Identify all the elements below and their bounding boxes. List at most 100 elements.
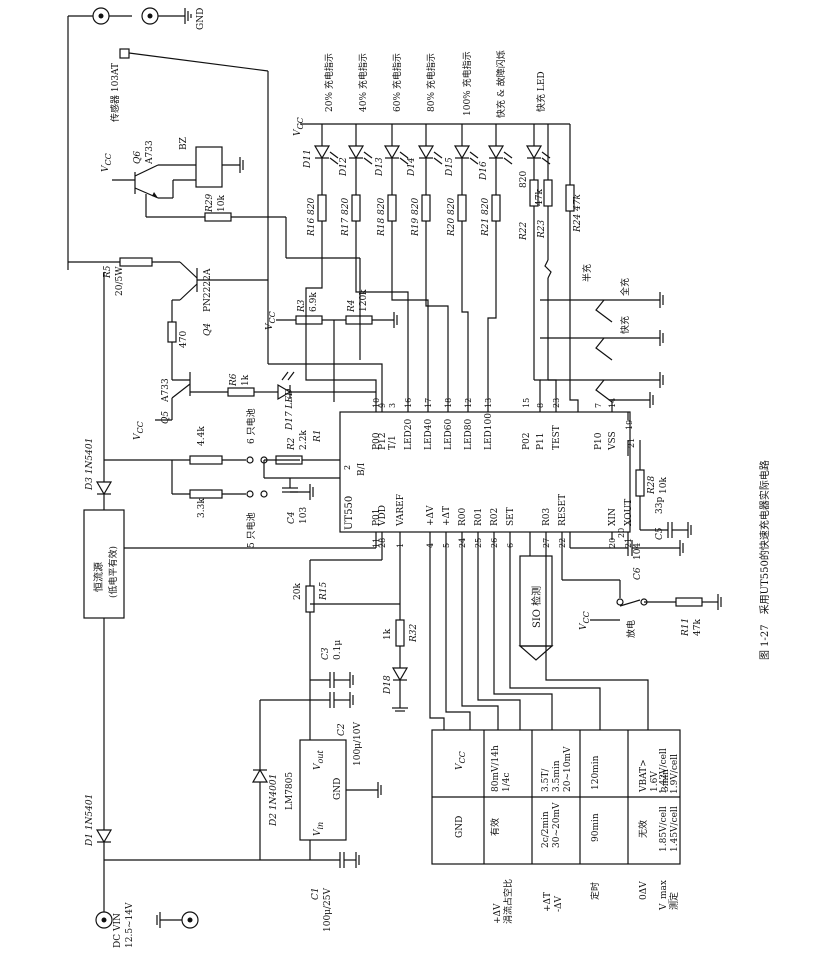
ic-pin-led40: LED40: [424, 419, 434, 450]
q6-part: A733: [145, 140, 155, 165]
r4-value: 120k: [359, 289, 369, 312]
q5-transistor: VCC Q5 A733 R6 1k: [133, 372, 268, 440]
led-label-100: 100% 充电指示: [461, 51, 473, 116]
c4-value: 103: [299, 507, 309, 524]
c5-label: C5: [655, 527, 665, 540]
input-section: D3 1N5401 D1 1N5401 恒流源 (低电平有效): [67, 262, 377, 912]
r1-label: R1: [313, 429, 323, 443]
table-cell-2c: 2c/2min30~20mV: [541, 802, 562, 848]
r17-label: R17 820: [341, 197, 351, 237]
q5-label: Q5: [161, 411, 171, 424]
led-d15: [453, 124, 471, 276]
full-charge-label: 全充: [619, 278, 631, 296]
cell-resistor-top: 4.4k: [197, 426, 207, 446]
table-cell-invalid: 无效: [637, 820, 649, 838]
c4-label: C4: [287, 511, 297, 524]
r2-value: 2.2k: [299, 430, 309, 450]
pin-20-num: 20: [617, 528, 626, 538]
sensor-label: 传感器 103AT: [109, 63, 121, 122]
r19-label: R19 820: [411, 197, 421, 237]
ic-pin-num: 20: [608, 538, 617, 548]
r29-label: R29: [205, 193, 215, 213]
ic-pin-set: SET: [506, 507, 516, 526]
r22-label: R22: [519, 221, 529, 241]
led-emission-arrows: [329, 151, 551, 165]
q6-buzzer-driver: VCC Q6 A733 BZ R29 10k: [101, 137, 287, 258]
dc-input-connector: DC VIN 12.5~14V: [95, 902, 199, 948]
reg-gnd: GND: [333, 778, 343, 800]
six-cells-label: 6 只电池: [245, 408, 257, 444]
q4-label: Q4: [203, 323, 213, 336]
vcc-label-led: VCC: [293, 117, 305, 136]
r24-label: R24 47k: [573, 194, 583, 233]
led-routing: [267, 257, 579, 412]
d2-label: D2 1N4001: [269, 774, 279, 827]
r23-label: R23: [537, 219, 547, 239]
table-cell-120min: 120min: [591, 755, 601, 790]
ic-pin-bi-num: 2: [343, 465, 352, 470]
r22-value: 820: [519, 171, 529, 188]
reg-vin: Vin: [313, 822, 325, 836]
led-d13: [383, 124, 401, 272]
r20-label: R20 820: [447, 197, 457, 237]
r15-label: R15: [319, 581, 329, 601]
d17-label: D17 LED: [285, 389, 295, 431]
table-cell-35t: 3.5T/3.5min20~10mV: [541, 746, 573, 792]
led-d12: [347, 124, 365, 270]
d14-label: D14: [407, 157, 417, 177]
r28-label: R28: [647, 475, 657, 495]
battery-select: 4.4k 3.3k 6 只电池 5 只电池 R2 2.2k R1 C4 103: [104, 408, 340, 548]
c3-value: 0.1μ: [333, 640, 343, 660]
sensor: 传感器 103AT: [109, 48, 269, 255]
ic-pin-p01: P01: [372, 508, 382, 526]
table-row-dt: +ΔT-ΔV: [543, 892, 564, 912]
ic-pin-19-num: 19: [625, 420, 634, 430]
ic-top-pins: P0010P129T/13LED2016LED4017LED6018LED801…: [372, 398, 618, 451]
r28-value: 10k: [659, 477, 669, 494]
led-label-fast-fault: 快充 & 故障闪烁: [495, 50, 507, 118]
ic-pin-vdd: VDD: [378, 505, 388, 527]
d11-label: D11: [303, 149, 313, 169]
ic-pin-led20: LED20: [404, 419, 414, 450]
ic-pin-r03: R03: [542, 507, 552, 526]
ic-pin-led60: LED60: [444, 419, 454, 450]
r15-value: 20k: [293, 583, 303, 600]
charge-mode-switch: 半充 全充 快充: [540, 264, 664, 403]
r5-value: 20/5W: [115, 266, 125, 296]
gnd-top-label: GND: [196, 8, 206, 30]
c2-value: 100μ/10V: [353, 721, 363, 766]
r5-label: R5: [103, 265, 113, 279]
table-cell-vmax-low: 1.85V/cell1.45V/cell: [659, 806, 680, 852]
table-vcc: VCC: [455, 751, 467, 770]
ic-pin-led80: LED80: [464, 419, 474, 450]
table-row-vmax: V_max测定: [659, 880, 680, 911]
r3-value: 6.9k: [309, 292, 319, 312]
table-gnd: GND: [455, 816, 465, 838]
led-d16: [487, 124, 505, 300]
led-label-80: 80% 充电指示: [425, 53, 437, 112]
five-cells-label: 5 只电池: [245, 512, 257, 548]
led-labels: 20% 充电指示 40% 充电指示 60% 充电指示 80% 充电指示 100%…: [323, 50, 547, 118]
ic-pin-bi: B/I: [357, 462, 367, 476]
q4-base-resistor: 470: [179, 331, 189, 348]
ic-pin-varef: VAREF: [396, 494, 406, 527]
ic-pin-xin: XIN: [608, 508, 618, 526]
constant-current-note: (低电平有效): [107, 546, 119, 598]
ic-pin-xout: XOUT: [624, 499, 634, 526]
ut550-ic: UT550 B/I 2 19: [339, 411, 634, 533]
led-label-fast: 快充 LED: [535, 71, 547, 112]
d12-label: D12: [339, 157, 349, 177]
r6-label: R6: [229, 373, 239, 387]
dc-vin-range: 12.5~14V: [125, 902, 135, 948]
q4-current-path: R5 20/5W Q4 PN2222A 470: [68, 255, 269, 380]
r3-label: R3: [297, 299, 307, 313]
q4-part: PN2222A: [203, 268, 213, 312]
r6-value: 1k: [241, 374, 251, 386]
ic-pin-p00: P00: [372, 432, 382, 450]
ic-pin-t1: T/1: [388, 435, 398, 450]
reg-vout: Vout: [313, 750, 325, 770]
ic-pin-r02: R02: [490, 508, 500, 526]
c6-value: 104: [633, 543, 643, 560]
reg-name: LM7805: [285, 772, 295, 810]
ic-pin-p10: P10: [594, 432, 604, 450]
